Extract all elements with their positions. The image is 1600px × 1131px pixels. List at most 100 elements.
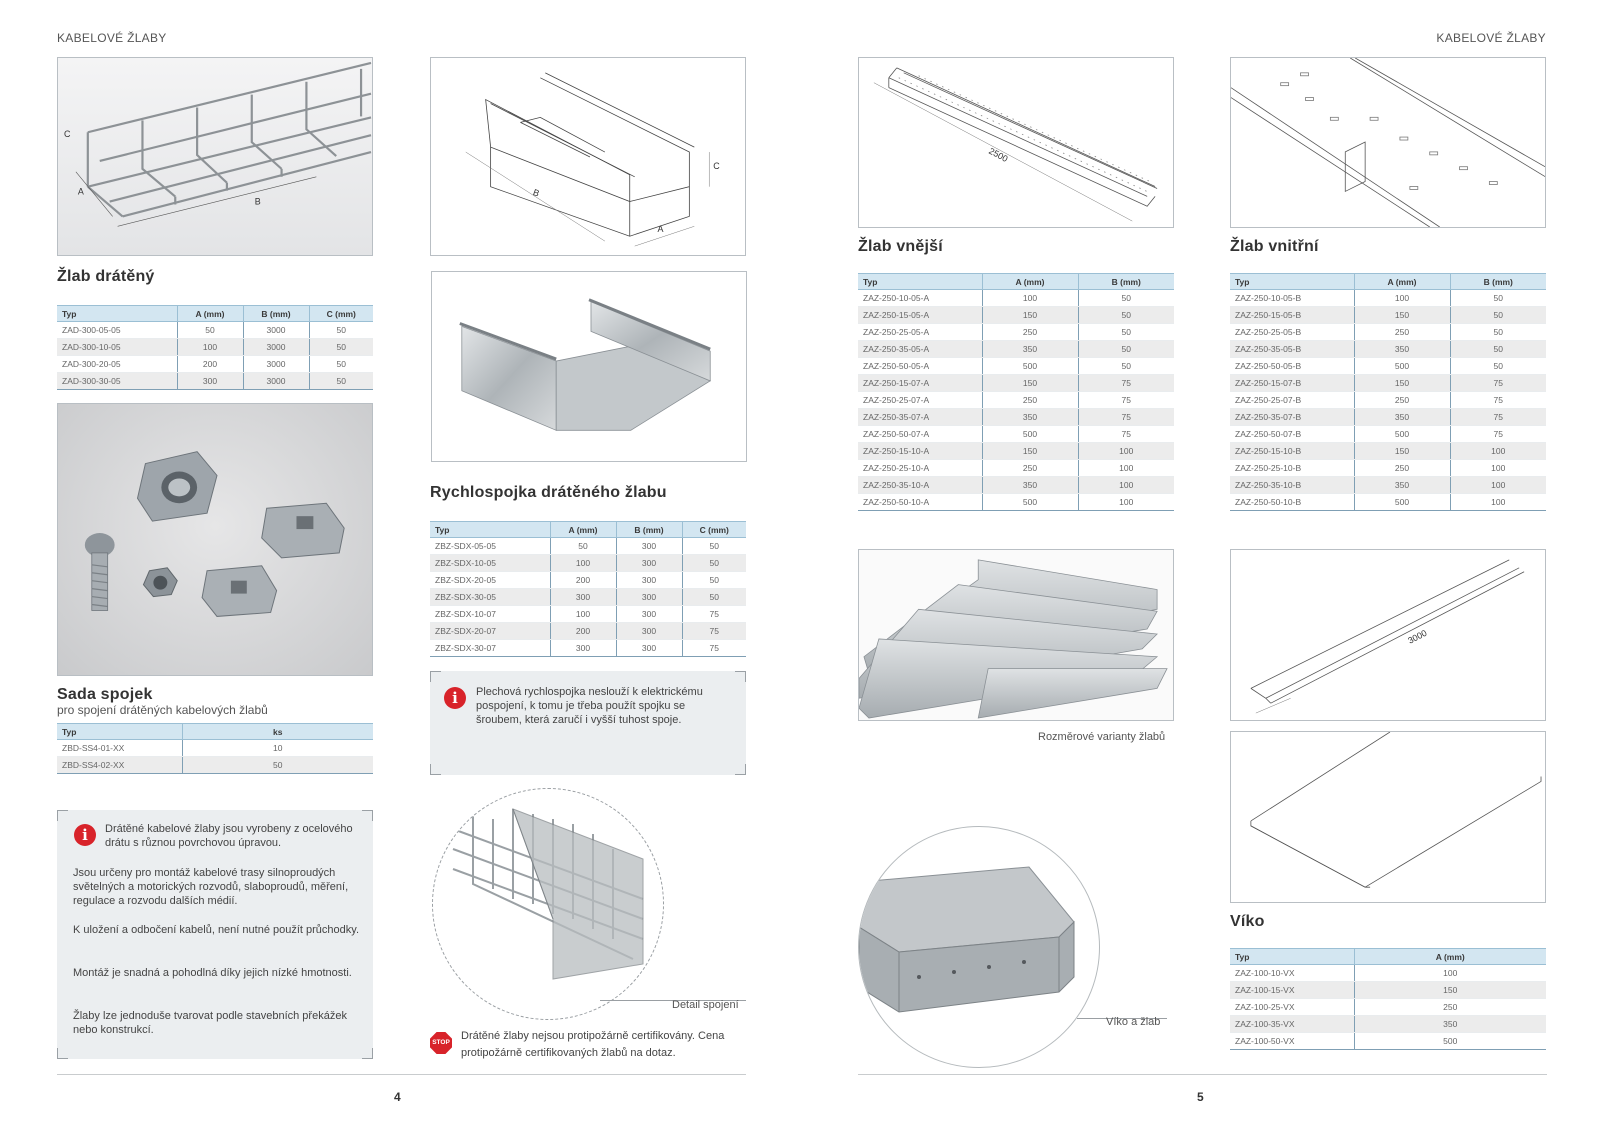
outer-tray-table-cell: ZAZ-250-15-05-A (858, 306, 983, 324)
cover-table-cell: 500 (1354, 1032, 1546, 1050)
wire-tray-table-cell: 50 (309, 338, 373, 356)
inner-tray-table-cell: 500 (1354, 493, 1451, 511)
inner-tray-table-cell: 50 (1450, 357, 1546, 375)
inner-tray-table-cell: 50 (1450, 306, 1546, 324)
quick-connector-table-cell: 300 (616, 605, 683, 623)
outer-tray-table-cell: ZAZ-250-15-10-A (858, 442, 983, 460)
inner-tray-table-cell: ZAZ-250-35-05-B (1230, 340, 1355, 358)
inner-tray-table-cell: ZAZ-250-50-07-B (1230, 425, 1355, 443)
tray-variants-photo (858, 549, 1174, 721)
wire-tray-label-c: C (64, 129, 71, 139)
outer-tray-title: Žlab vnější (858, 238, 943, 255)
outer-tray-table-cell: 150 (982, 306, 1079, 324)
quick-connector-table-cell: 75 (682, 605, 746, 623)
outer-tray-drawing: 2500 (858, 57, 1174, 228)
cover-dimension-label: 3000 (1406, 628, 1428, 646)
cover-table-cell: 100 (1354, 964, 1546, 982)
outer-tray-table-cell: 75 (1078, 374, 1174, 392)
inner-tray-table-cell: 100 (1450, 442, 1546, 460)
outer-tray-table-cell: 350 (982, 408, 1079, 426)
quick-connector-table-cell: 300 (550, 588, 617, 606)
info-box-left: i Drátěné kabelové žlaby jsou vyrobeny z… (57, 810, 373, 1059)
quick-connector-table-cell: 100 (550, 554, 617, 572)
cover-caption: Víko a žlab (1106, 1016, 1161, 1028)
quick-connector-title: Rychlospojka drátěného žlabu (430, 484, 667, 501)
info-left-p5: Žlaby lze jednoduše tvarovat podle stave… (73, 1010, 347, 1036)
inner-tray-table-cell: 50 (1450, 289, 1546, 307)
inner-tray-table-cell: 50 (1450, 340, 1546, 358)
inner-tray-table-cell: 250 (1354, 459, 1451, 477)
quick-connector-table-cell: 300 (616, 554, 683, 572)
cover-drawing-1: 3000 (1230, 549, 1546, 721)
quick-connector-table-cell: 50 (682, 537, 746, 555)
inner-tray-table-cell: ZAZ-250-15-05-B (1230, 306, 1355, 324)
cover-title: Víko (1230, 913, 1265, 930)
cover-table-cell: ZAZ-100-35-VX (1230, 1015, 1355, 1033)
outer-tray-table-cell: 150 (982, 442, 1079, 460)
connector-set-table-cell: 10 (182, 739, 373, 757)
outer-tray-column-header: B (mm) (1078, 273, 1174, 290)
quick-connector-table-cell: 75 (682, 622, 746, 640)
wire-tray-table-cell: 3000 (243, 372, 310, 390)
cover-table-cell: 150 (1354, 981, 1546, 999)
quick-connector-table-cell: 300 (616, 537, 683, 555)
inner-tray-table-cell: 150 (1354, 306, 1451, 324)
info-left-p3: K uložení a odbočení kabelů, není nutné … (73, 924, 359, 936)
outer-tray-table-cell: 100 (1078, 476, 1174, 494)
wire-tray-table-cell: 50 (309, 372, 373, 390)
connector-set-table-cell: ZBD-SS4-01-XX (57, 739, 183, 757)
wire-tray-table-cell: 3000 (243, 321, 310, 339)
wire-tray-table-cell: 50 (177, 321, 244, 339)
outer-tray-table-cell: 250 (982, 323, 1079, 341)
page-number-left: 4 (394, 1090, 401, 1104)
variants-caption: Rozměrové varianty žlabů (1038, 731, 1166, 743)
info-left-p2: Jsou určeny pro montáž kabelové trasy si… (73, 867, 349, 907)
wire-tray-table-cell: 50 (309, 321, 373, 339)
quick-connector-table-cell: 300 (616, 639, 683, 657)
connector-set-table-cell: 50 (182, 756, 373, 774)
inner-tray-table-cell: 75 (1450, 391, 1546, 409)
wire-tray-title: Žlab drátěný (57, 268, 155, 285)
outer-tray-table-cell: 250 (982, 391, 1079, 409)
inner-tray-table-cell: 100 (1354, 289, 1451, 307)
inner-tray-table-cell: 75 (1450, 408, 1546, 426)
stop-text: Drátěné žlaby nejsou protipožárně certif… (461, 1030, 725, 1059)
quick-connector-table-cell: 50 (682, 588, 746, 606)
wire-tray-column-header: B (mm) (243, 305, 310, 322)
cover-column-header: A (mm) (1354, 948, 1546, 965)
connector-set-column-header: Typ (57, 723, 183, 740)
outer-tray-table-cell: 50 (1078, 306, 1174, 324)
quick-connector-table-cell: ZBZ-SDX-30-05 (430, 588, 551, 606)
inner-tray-table-cell: ZAZ-250-25-05-B (1230, 323, 1355, 341)
inner-tray-column-header: B (mm) (1450, 273, 1546, 290)
wire-tray-label-a: A (78, 187, 84, 197)
cover-and-tray-image (858, 826, 1100, 1068)
inner-tray-table-cell: 350 (1354, 408, 1451, 426)
stop-icon: STOP (430, 1032, 452, 1054)
outer-tray-table-cell: 75 (1078, 391, 1174, 409)
connector-set-table-cell: ZBD-SS4-02-XX (57, 756, 183, 774)
quick-connector-table-cell: 200 (550, 571, 617, 589)
footer-rule-right (858, 1074, 1547, 1075)
